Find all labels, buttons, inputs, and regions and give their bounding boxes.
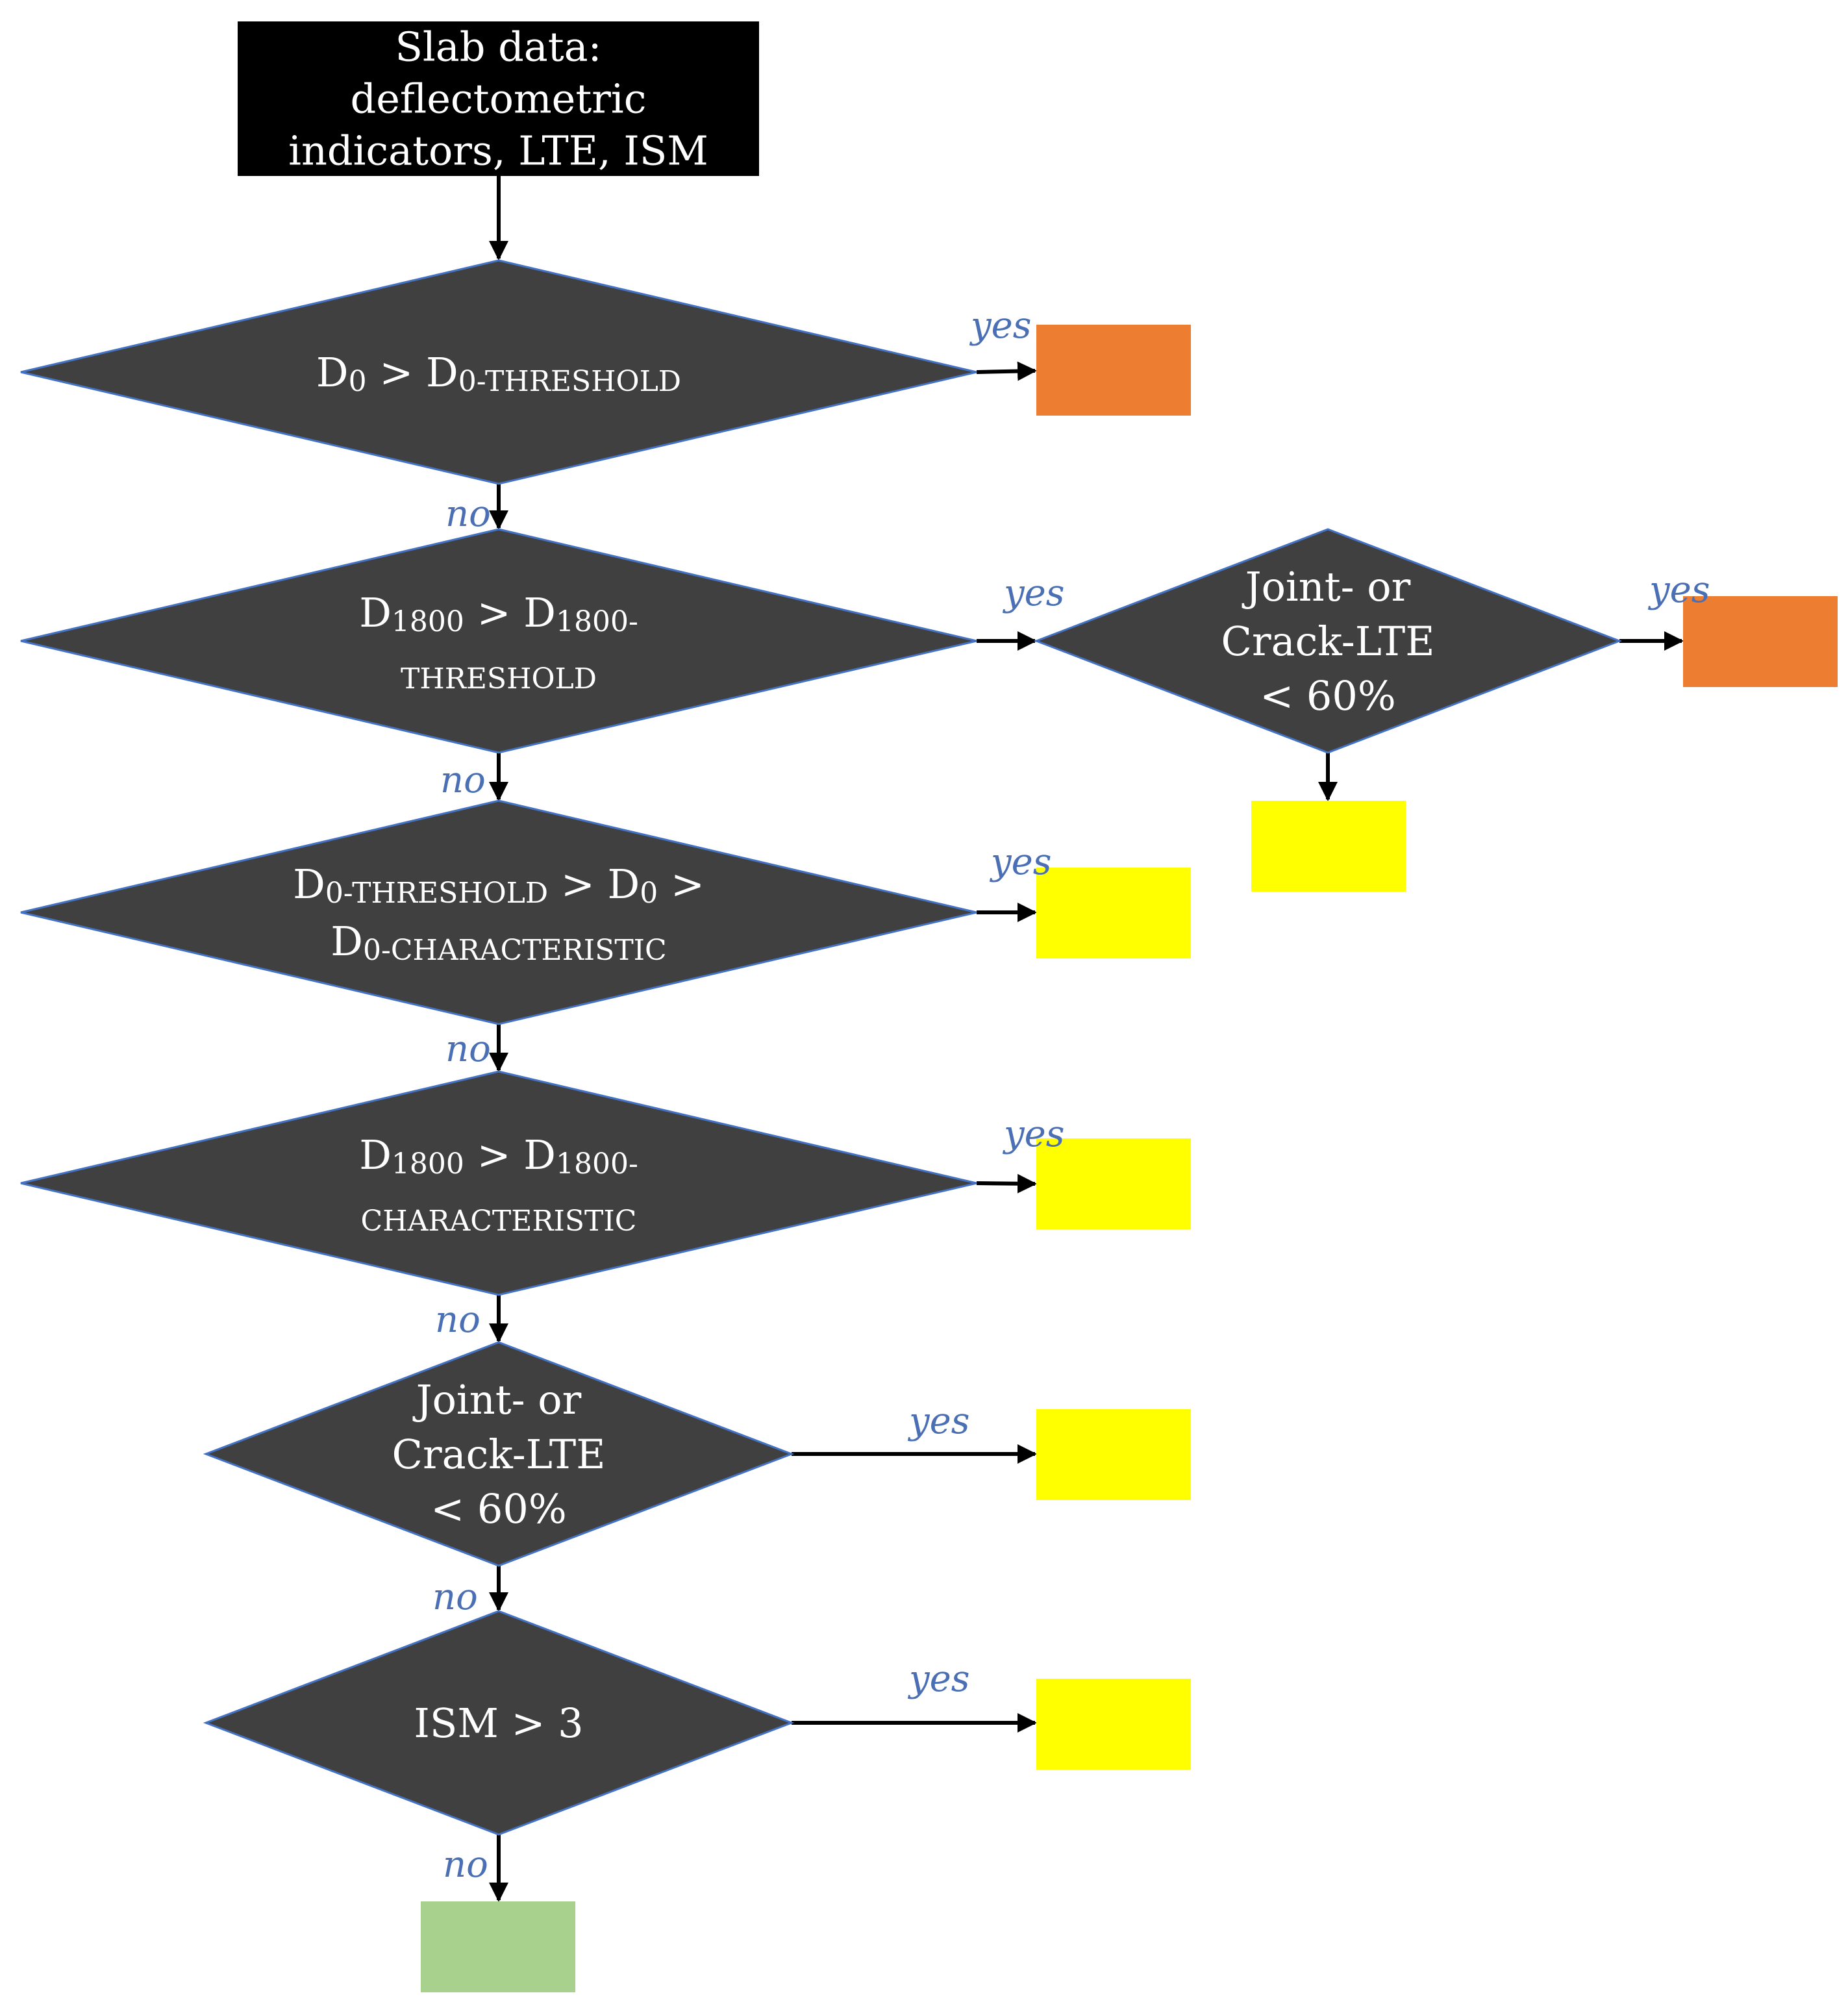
start-text-line: deflectometric: [351, 75, 647, 123]
start-text-line: indicators, LTE, ISM: [288, 127, 708, 175]
decision-text-line: Crack-LTE: [1221, 618, 1435, 665]
label-no-1: no: [445, 493, 491, 535]
decision-text-line: Joint- or: [412, 1376, 582, 1423]
decision-text-line: D0 > D0-THRESHOLD: [316, 349, 681, 398]
decision-text-line: D1800 > D1800-: [359, 1131, 638, 1181]
decision-text-line: Joint- or: [1242, 563, 1411, 610]
label-no-6: no: [443, 1844, 488, 1886]
outcome-box-1: [1036, 325, 1191, 416]
decision-text-line: THRESHOLD: [401, 662, 597, 695]
start-text-line: Slab data:: [395, 23, 601, 71]
outcome-box-3: [1251, 801, 1406, 892]
outcome-box-8: [421, 1901, 575, 1992]
decision-text-line: < 60%: [1260, 672, 1395, 720]
label-no-3: no: [445, 1028, 491, 1070]
decision-d1800-characteristic: [20, 1070, 977, 1296]
decision-d0-threshold: [20, 259, 977, 485]
decision-text-line: D0-CHARACTERISTIC: [331, 918, 666, 967]
decision-lte-main: [203, 1341, 795, 1567]
outcome-box-2: [1683, 596, 1838, 687]
decision-text-line: < 60%: [431, 1485, 566, 1533]
label-no-2: no: [440, 759, 486, 801]
decision-text-line: ISM > 3: [414, 1699, 583, 1747]
label-yes-2: yes: [1002, 572, 1065, 614]
decision-lte-side: [1033, 528, 1623, 754]
label-yes-4: yes: [989, 841, 1052, 883]
label-no-5: no: [432, 1576, 478, 1618]
decision-text-line: Crack-LTE: [392, 1431, 606, 1478]
outcome-box-4: [1036, 868, 1191, 958]
label-no-4: no: [435, 1299, 481, 1341]
decision-ism: [203, 1610, 795, 1836]
decision-d0-characteristic: [20, 799, 977, 1025]
outcome-box-6: [1036, 1409, 1191, 1500]
arrow-d1800char-yes: [976, 1173, 1037, 1194]
arrow-d0-yes: [976, 361, 1037, 381]
outcome-box-5: [1036, 1138, 1191, 1229]
decision-text-line: D1800 > D1800-: [359, 589, 638, 638]
label-yes-1: yes: [969, 305, 1032, 347]
label-yes-7: yes: [907, 1658, 970, 1700]
decision-text-line: CHARACTERISTIC: [361, 1205, 637, 1238]
label-yes-5: yes: [1002, 1113, 1065, 1155]
label-yes-3: yes: [1647, 569, 1710, 611]
start-box: [238, 21, 759, 176]
decision-text-line: D0-THRESHOLD > D0 >: [293, 860, 705, 910]
outcome-box-7: [1036, 1679, 1191, 1770]
label-yes-6: yes: [907, 1400, 970, 1442]
decision-d1800-threshold: [20, 528, 977, 754]
